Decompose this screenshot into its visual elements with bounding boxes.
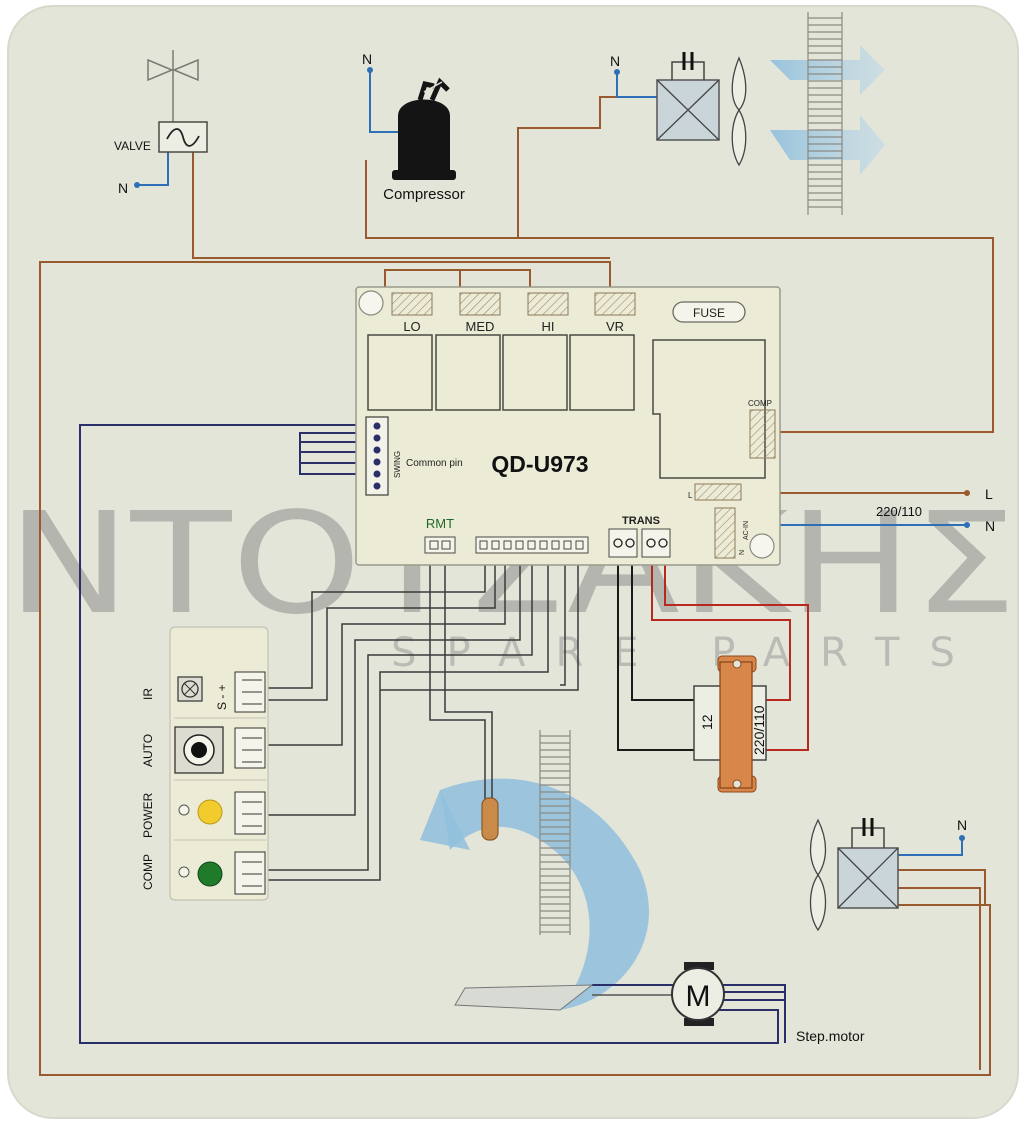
valve: VALVE N: [114, 50, 208, 196]
auto-button[interactable]: AUTO: [141, 726, 266, 774]
outdoor-fan-neutral-label: N: [610, 53, 620, 69]
transformer: 12 220/110: [693, 655, 767, 793]
relay-label-lo: LO: [403, 319, 420, 334]
l-terminal: [964, 490, 970, 496]
transformer-wires: [617, 545, 809, 751]
common-pin-label: Common pin: [406, 458, 463, 469]
display-connector: [475, 536, 589, 554]
compressor-neutral-label: N: [362, 51, 372, 67]
ac-in-terminals: L AC-IN N: [688, 483, 750, 559]
valve-neutral-label: N: [118, 180, 128, 196]
ir-receiver: S - + IR: [141, 671, 266, 713]
watermark-tagline: SPARE PARTS: [391, 630, 985, 676]
comp-led: COMP: [141, 851, 266, 895]
trans-label: TRANS: [622, 515, 660, 527]
mounting-hole: [358, 290, 384, 316]
relay: [502, 334, 568, 411]
acin-label: AC-IN: [743, 521, 750, 540]
relay-terminal-med: MED: [459, 292, 501, 334]
airflow-arrows: [420, 45, 885, 1010]
header-pin: [491, 540, 500, 550]
fuse-label: FUSE: [693, 306, 725, 320]
motor-symbol: M: [686, 980, 711, 1013]
comp-relay-label: COMP: [748, 399, 772, 408]
blue-wires: [137, 72, 965, 856]
evaporator-grill: [807, 12, 843, 215]
header-pin: [479, 540, 488, 550]
neutral-label: N: [985, 518, 995, 534]
relay-terminal-vr: VR: [594, 292, 636, 334]
display-panel: S - + IR AUTO POWER: [141, 626, 269, 901]
swing-label: SWING: [393, 451, 402, 478]
signal-wires: [265, 555, 579, 881]
outdoor-fan-motor: N: [610, 52, 747, 167]
compressor: N Compressor: [362, 51, 465, 203]
relay-label-med: MED: [466, 319, 495, 334]
header-pin: [527, 540, 536, 550]
board-l-label: L: [688, 491, 693, 500]
ir-pins-label: S - +: [215, 684, 229, 710]
n-terminal: [964, 522, 970, 528]
indoor-fan-motor: N: [809, 817, 967, 932]
header-pin: [575, 540, 584, 550]
ir-label: IR: [141, 688, 155, 700]
relay: [435, 334, 501, 411]
relay: [367, 334, 433, 411]
header-pin: [539, 540, 548, 550]
fuse: FUSE: [672, 301, 746, 323]
relay-label-vr: VR: [606, 319, 624, 334]
step-motor-label: Step.motor: [796, 1028, 865, 1044]
rmt-label: RMT: [426, 516, 454, 531]
power-led: POWER: [141, 791, 266, 838]
comp-relay: COMP: [652, 339, 776, 479]
mounting-hole: [749, 533, 775, 559]
trans-connector: TRANS: [608, 515, 671, 558]
relay-label-hi: HI: [542, 319, 555, 334]
indoor-fan-neutral-label: N: [957, 817, 967, 833]
transformer-secondary-label: 12: [699, 714, 715, 730]
rmt-connector: RMT: [424, 516, 456, 554]
board-n-label: N: [739, 550, 746, 555]
temperature-sensor: [481, 797, 499, 841]
transformer-primary-label: 220/110: [751, 705, 767, 755]
auto-label: AUTO: [141, 734, 155, 767]
header-pin: [515, 540, 524, 550]
line-label: L: [985, 486, 993, 502]
header-pin: [503, 540, 512, 550]
relay-terminal-lo: LO: [391, 292, 433, 334]
header-pin: [563, 540, 572, 550]
step-motor: M Step.motor: [454, 962, 865, 1044]
relay-terminal-hi: HI: [527, 292, 569, 334]
valve-label: VALVE: [114, 139, 151, 153]
header-pin: [551, 540, 560, 550]
compressor-label: Compressor: [383, 186, 465, 203]
control-board: LO MED HI VR FUSE COMP: [355, 286, 781, 566]
comp-led-label: COMP: [141, 854, 155, 890]
voltage-label: 220/110: [876, 504, 922, 519]
swing-connector: SWING Common pin: [365, 416, 463, 496]
power-label: POWER: [141, 792, 155, 838]
board-model: QD-U973: [491, 451, 588, 477]
condenser-grill: [539, 730, 571, 935]
relay: [569, 334, 635, 411]
